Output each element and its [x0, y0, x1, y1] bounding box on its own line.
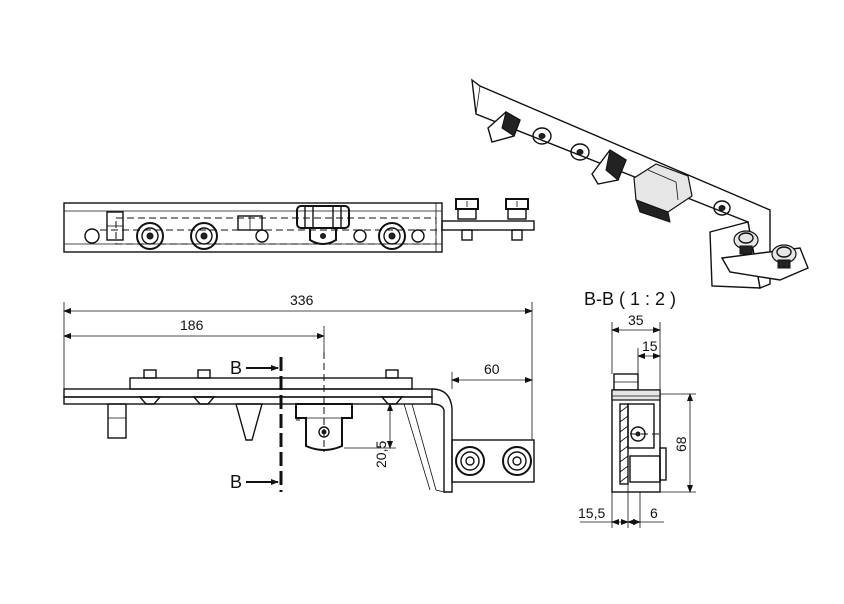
dim-height-offset: 20,5: [373, 441, 389, 468]
side-view: [63, 352, 535, 493]
section-cut-line: B B: [230, 357, 283, 492]
side-screw: [192, 369, 216, 405]
hole: [255, 229, 269, 243]
screw-head: [378, 222, 406, 250]
iso-screw: [733, 230, 759, 255]
dim-partial-length: 186: [180, 317, 204, 333]
dim-section-height: 68: [673, 436, 689, 452]
hole: [84, 228, 100, 244]
iso-hole: [532, 127, 552, 145]
foot-screw: [455, 446, 485, 476]
hole: [353, 229, 367, 243]
dimensions-side: 336 186 60 20,5: [63, 292, 533, 468]
bracket-screw: [455, 198, 479, 241]
iso-hole: [713, 200, 731, 216]
bracket-screw: [505, 198, 529, 241]
iso-plate: [471, 78, 771, 289]
screw-head: [136, 222, 164, 250]
hole: [411, 229, 425, 243]
iso-screw: [771, 244, 797, 269]
section-view: B-B ( 1 : 2 ) 35 15: [578, 289, 696, 528]
section-marker-top: B: [230, 358, 242, 378]
side-screw: [138, 369, 162, 405]
latch-block-side: [107, 403, 127, 439]
slide-bar: [129, 377, 413, 390]
dim-section-bottom-right: 6: [650, 505, 658, 521]
dim-overall-length: 336: [290, 292, 314, 308]
iso-hole: [570, 143, 590, 161]
handle-side: [295, 403, 353, 451]
bracket-foot: [451, 439, 535, 483]
section-marker-bottom: B: [230, 472, 242, 492]
foot-screw: [502, 446, 532, 476]
dim-section-inner: 15: [642, 338, 658, 354]
section-hatch: [619, 403, 629, 485]
isometric-view: [471, 78, 809, 289]
dim-section-width: 35: [628, 312, 644, 328]
bracket-flange: [441, 220, 535, 231]
section-handle: [627, 403, 655, 449]
side-screw: [380, 369, 404, 405]
wedge-side: [235, 403, 263, 441]
top-view: [63, 198, 535, 253]
dim-section-bottom-left: 15,5: [578, 505, 605, 521]
dim-bracket-length: 60: [484, 361, 500, 377]
handle-knob: [296, 205, 350, 245]
iso-knob: [633, 163, 693, 223]
screw-head: [190, 222, 218, 250]
section-title: B-B ( 1 : 2 ): [584, 289, 676, 309]
section-tab: [659, 447, 667, 481]
top-view-plate: [63, 202, 443, 253]
main-plate: [63, 388, 433, 398]
